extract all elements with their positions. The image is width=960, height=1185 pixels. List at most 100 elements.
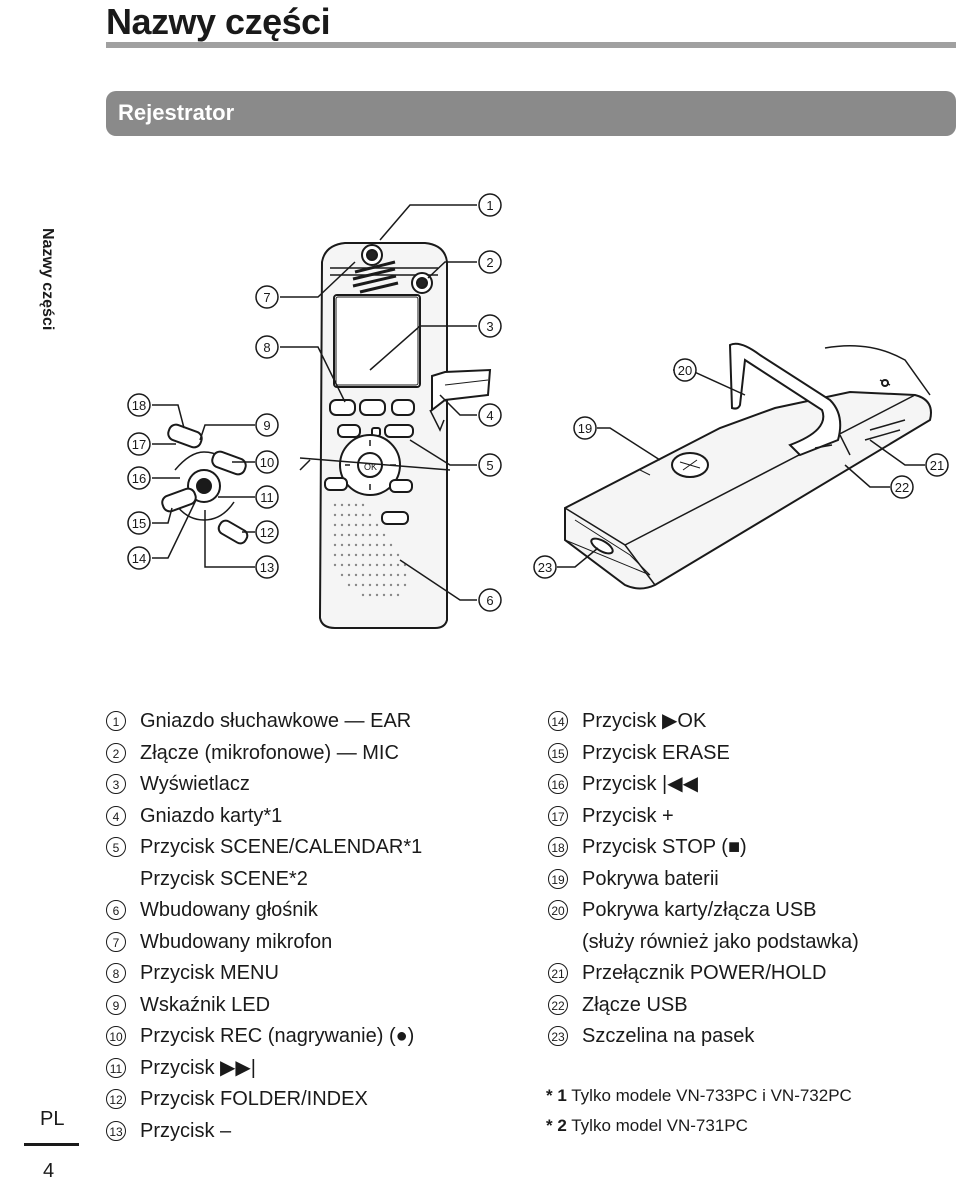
part-label: Pokrywa karty/złącza USB [582,899,817,921]
part-item: Przycisk SCENE*2 [106,864,526,896]
part-label: Przycisk SCENE/CALENDAR*1 [140,836,423,858]
callout-18: 18 [132,398,146,413]
part-label: Wbudowany mikrofon [140,930,333,953]
part-label: Złącze (mikrofonowe) — MIC [140,741,399,764]
part-item: 23 Szczelina na pasek [548,1021,958,1053]
part-number: 5 [106,837,126,857]
callout-19: 19 [578,421,592,436]
callout-21: 21 [930,458,944,473]
part-label: Przycisk STOP (■) [582,836,747,858]
part-item: 8 Przycisk MENU [106,958,526,990]
footnote-mark: * 2 [546,1116,567,1135]
language-label: PL [40,1108,65,1130]
part-label: Przycisk SCENE*2 [140,867,308,890]
part-label: Przycisk MENU [140,962,279,984]
footnote-2: * 2 Tylko model VN-731PC [546,1116,748,1136]
part-label: Przycisk ERASE [582,741,730,764]
part-number: 3 [106,774,126,794]
part-label: Wyświetlacz [140,773,250,795]
part-item: 11 Przycisk ▶▶| [106,1053,526,1085]
footnote-mark: * 1 [546,1086,567,1105]
usb-device-drawing [564,342,932,590]
part-label: Przycisk ▶▶| [140,1056,256,1079]
part-label: Wskaźnik LED [140,993,271,1016]
part-label: Gniazdo karty*1 [140,804,283,827]
part-number: 4 [106,805,126,826]
part-item: 5 Przycisk SCENE/CALENDAR*1 [106,832,526,864]
callout-10: 10 [260,455,274,470]
part-number: 9 [106,994,126,1015]
part-item: 7 Wbudowany mikrofon [106,927,526,959]
side-tab-label: Nazwy części [39,228,56,331]
svg-text:OK: OK [364,462,377,472]
side-tab: Nazwy części [38,228,64,348]
part-number: 14 [548,711,568,731]
callout-9: 9 [263,418,270,433]
part-item: 16 Przycisk |◀◀ [548,769,958,801]
section-header: Rejestrator [106,91,956,136]
part-item: 19 Pokrywa baterii [548,864,958,896]
callouts [127,193,949,612]
callout-1: 1 [486,198,493,213]
part-label: Złącze USB [582,993,688,1016]
callout-5: 5 [486,458,493,473]
part-item: 15 Przycisk ERASE [548,738,958,770]
part-label: Przycisk FOLDER/INDEX [140,1088,368,1110]
part-label: Przycisk – [140,1119,232,1142]
part-label: Wbudowany głośnik [140,899,318,921]
recorder-illustration: OK [127,193,949,629]
part-number: 17 [548,805,568,826]
part-number: 15 [548,742,568,763]
part-label: Pokrywa baterii [582,867,719,890]
part-number: 22 [548,994,568,1015]
footnote-text: Tylko modele VN-733PC i VN-732PC [571,1086,852,1105]
part-number: 2 [106,742,126,763]
part-item: 22 Złącze USB [548,990,958,1022]
page-title: Nazwy części [106,1,331,42]
callout-15: 15 [132,516,146,531]
part-number: 18 [548,837,568,857]
footnote-text: Tylko model VN-731PC [571,1116,748,1135]
part-item: 20 Pokrywa karty/złącza USB [548,895,958,927]
part-item: 6 Wbudowany głośnik [106,895,526,927]
part-number: 6 [106,900,126,920]
part-number: 23 [548,1026,568,1046]
callout-11: 11 [260,490,274,505]
part-label: Przycisk + [582,804,674,827]
part-label: Gniazdo słuchawkowe — EAR [140,710,412,732]
part-item: 3 Wyświetlacz [106,769,526,801]
callout-22: 22 [895,480,909,495]
part-number: 11 [106,1057,126,1078]
part-label: Szczelina na pasek [582,1025,755,1047]
part-label: Przycisk ▶OK [582,710,707,732]
part-item: 18 Przycisk STOP (■) [548,832,958,864]
part-item: 14 Przycisk ▶OK [548,706,958,738]
part-number: 21 [548,963,568,983]
part-item: 9 Wskaźnik LED [106,990,526,1022]
part-label: Przycisk |◀◀ [582,773,698,795]
part-number: 7 [106,931,126,952]
callout-12: 12 [260,525,274,540]
part-item: 4 Gniazdo karty*1 [106,801,526,833]
section-title: Rejestrator [118,100,235,125]
page-rule [24,1143,79,1146]
part-number: 10 [106,1026,126,1046]
callout-16: 16 [132,471,146,486]
callout-6: 6 [486,593,493,608]
recorder-front-drawing: OK [318,242,492,629]
part-number: 20 [548,900,568,920]
part-number: 16 [548,774,568,794]
footnote-1: * 1 Tylko modele VN-733PC i VN-732PC [546,1086,852,1106]
callout-2: 2 [486,255,493,270]
part-label: Przełącznik POWER/HOLD [582,962,827,984]
part-number: 13 [106,1120,126,1141]
button-cluster-zoom [161,423,451,545]
part-number: 19 [548,868,568,889]
part-number: 8 [106,963,126,983]
part-item: 2 Złącze (mikrofonowe) — MIC [106,738,526,770]
callout-14: 14 [132,551,146,566]
